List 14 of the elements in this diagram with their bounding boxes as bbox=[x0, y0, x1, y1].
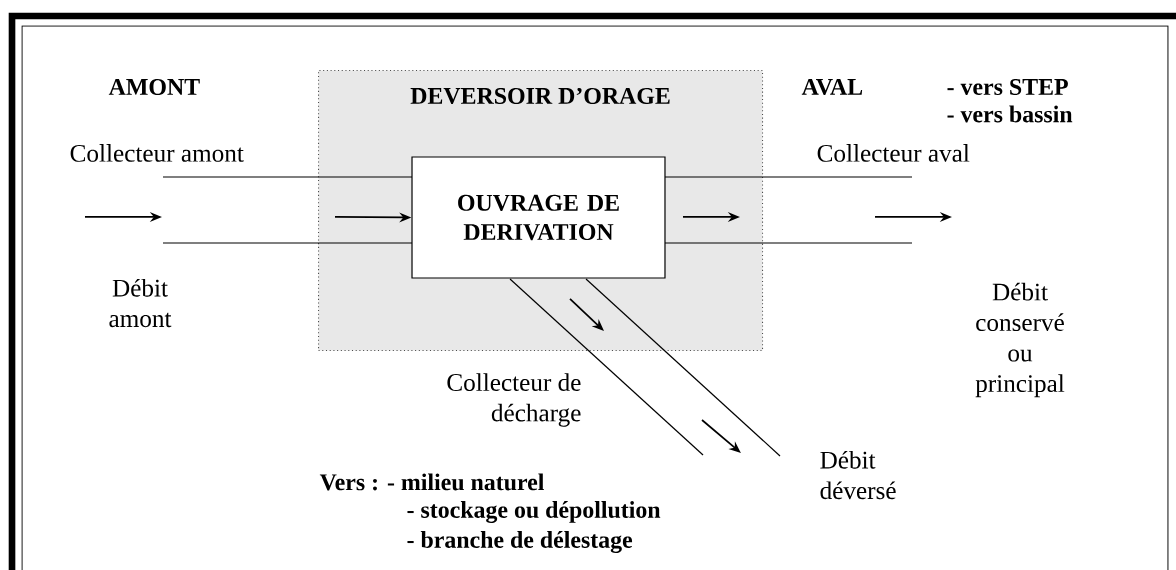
zone-label: AVAL bbox=[801, 78, 863, 96]
pipe-label: Collecteur amont bbox=[70, 144, 244, 162]
destination-item: - vers bassin bbox=[947, 105, 1073, 123]
flow-label: Débit conservé ou principal bbox=[975, 282, 1065, 398]
diversion-box: OUVRAGE DE DERIVATION bbox=[411, 156, 666, 279]
zone-label: AMONT bbox=[108, 78, 200, 95]
destination-item: Vers : - milieu naturel bbox=[319, 473, 544, 491]
flow-label: Débit amont bbox=[109, 278, 172, 328]
flow-label: Débit déversé bbox=[820, 450, 896, 500]
destination-item: - vers STEP bbox=[947, 78, 1068, 95]
destination-item: - stockage ou dépollution bbox=[407, 501, 661, 523]
pipe-label: Collecteur aval bbox=[817, 144, 970, 162]
destination-item: - branche de délestage bbox=[407, 531, 633, 553]
pipe-label: Collecteur de décharge bbox=[447, 373, 581, 427]
